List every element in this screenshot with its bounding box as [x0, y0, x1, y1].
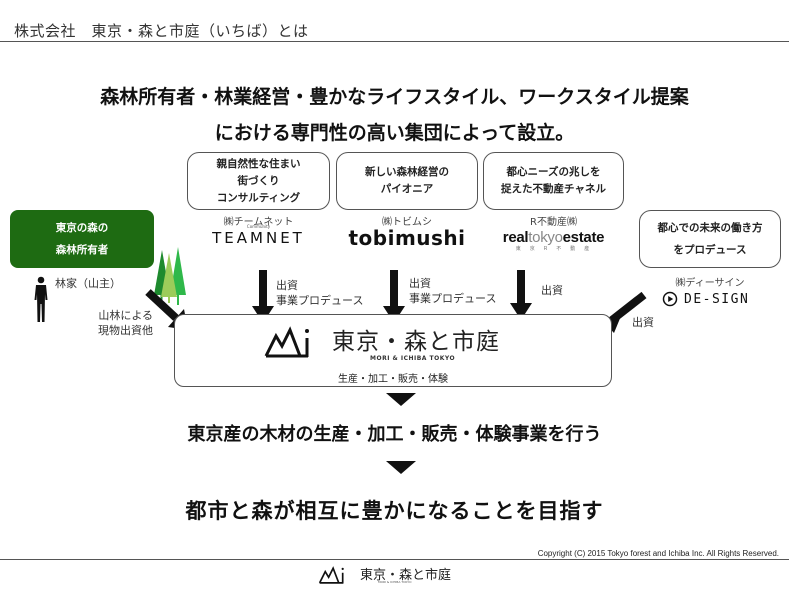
mission-statement: 都市と森が相互に豊かになることを目指す — [185, 499, 604, 523]
design-logo-text: DE-SIGN — [684, 291, 750, 307]
page-title: 株式会社 東京・森と市庭（いちば）とは — [14, 22, 309, 40]
copyright-text: Copyright (C) 2015 Tokyo forest and Ichi… — [537, 549, 779, 558]
headline-line-1: 森林所有者・林業経営・豊かなライフスタイル、ワークスタイル提案 — [100, 86, 689, 108]
teamnet-logo-text: TEAMNET — [212, 229, 305, 247]
main-company-activities: 生産・加工・販売・体験 — [338, 374, 448, 385]
footer-divider — [0, 559, 789, 560]
partner-design-description: 都心での未来の働き方 をプロデュース — [639, 210, 781, 268]
realtokyoestate-logo: realtokyoestate 東 京 R 不 動 産 — [483, 229, 624, 252]
trees-icon — [154, 247, 186, 305]
partner-tobimushi-name: ㈱トビムシ — [382, 217, 432, 228]
header-divider — [0, 41, 789, 42]
partner-design-name: ㈱ディーサイン — [675, 278, 745, 289]
footer-logo-name: 東京・森と市庭 — [360, 568, 452, 583]
arrow-realestate-investment — [510, 270, 532, 320]
design-arrow-label: 出資 — [632, 316, 654, 329]
headline-line-2: における専門性の高い集団によって設立。 — [214, 122, 575, 144]
realtokyoestate-logo-subtext: 東 京 R 不 動 産 — [515, 246, 592, 252]
main-company-name-en: MORI & ICHIBA TOKYO — [370, 355, 456, 362]
logo-part-estate: estate — [562, 229, 605, 246]
partner-teamnet-description: 親自然性な住まい 街づくり コンサルティング — [187, 152, 330, 210]
business-statement: 東京産の木材の生産・加工・販売・体験事業を行う — [187, 424, 602, 445]
flow-arrow-1 — [386, 393, 416, 406]
flow-arrow-2 — [386, 461, 416, 474]
forest-owner-person-label: 林家（山主） — [55, 277, 121, 290]
mori-ichiba-logo-icon — [264, 326, 309, 358]
partner-teamnet-name: ㈱チームネット — [223, 217, 294, 228]
tree-light — [161, 253, 177, 297]
forest-contribution-label: 山林による 現物出資他 — [98, 309, 153, 337]
logo-part-real: real — [502, 229, 529, 246]
partner-tobimushi-description: 新しい森林経営の パイオニア — [336, 152, 478, 210]
forest-owner-box: 東京の森の 森林所有者 — [10, 210, 154, 268]
tobimushi-logo: tobimushi — [348, 226, 466, 250]
teamnet-arrow-label: 出資 事業プロデュース — [276, 279, 364, 307]
design-logo: DE-SIGN — [662, 291, 772, 307]
play-circle-icon — [662, 291, 678, 307]
main-company-box — [174, 314, 612, 387]
person-silhouette-icon — [34, 276, 48, 322]
main-company-name: 東京・森と市庭 — [332, 329, 500, 355]
teamnet-logo-subtext: Community — [246, 224, 271, 229]
partner-realestate-name: R不動産㈱ — [530, 217, 577, 228]
teamnet-logo: Community TEAMNET — [187, 224, 330, 247]
footer-logo-icon — [318, 566, 344, 584]
tobimushi-arrow-label: 出資 事業プロデュース — [409, 277, 497, 305]
footer-logo-name-en: MORI & ICHIBA TOKYO — [378, 580, 412, 584]
logo-part-tokyo: tokyo — [528, 229, 563, 246]
realestate-arrow-label: 出資 — [541, 284, 563, 297]
partner-realestate-description: 都心ニーズの兆しを 捉えた不動産チャネル — [483, 152, 624, 210]
